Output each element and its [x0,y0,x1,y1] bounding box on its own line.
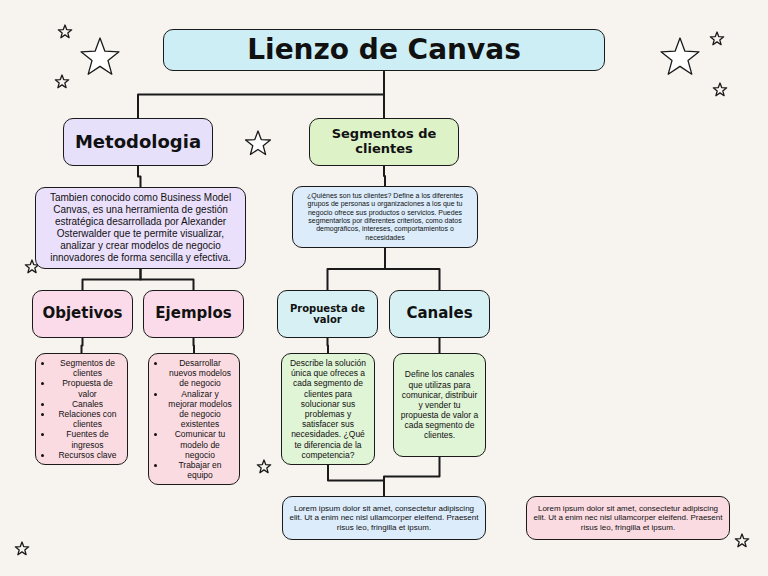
body-text: ¿Quiénes son tus clientes? Define a los … [298,192,472,242]
heading-text: Objetivos [42,305,122,322]
body-text: Lorem ipsum dolor sit amet, consectetur … [288,504,480,533]
note-box: Lorem ipsum dolor sit amet, consectetur … [526,496,730,540]
star-doodle [81,38,119,74]
list-item: Comunicar tu modelo de negocio [166,429,234,460]
connector-line [141,269,194,290]
note-box: Lorem ipsum dolor sit amet, consectetur … [282,496,486,540]
list-item: Propuesta de valor [53,378,122,398]
star-doodle [735,534,748,547]
connector-line [383,71,385,118]
connector-line [328,465,384,496]
connector-line [138,71,384,118]
list-box: Segmentos de clientesPropuesta de valorC… [35,353,128,465]
connector-line [83,269,141,290]
heading-box: Metodologia [63,118,213,166]
title-box: Lienzo de Canvas [163,29,605,71]
list-item: Segmentos de clientes [53,358,122,378]
list-item: Recursos clave [53,450,122,460]
connector-line [138,166,141,187]
body-text: Describe la solución única que ofreces a… [287,358,369,460]
heading-box: Propuesta de valor [277,290,378,338]
star-doodle [257,460,270,473]
star-doodle [246,131,271,155]
list-item: Desarrollar nuevos modelos de negocio [166,358,234,389]
star-doodle [710,32,723,45]
heading-box: Segmentos de clientes [309,118,459,166]
list-item: Analizar y mejorar modelos de negocio ex… [166,389,234,430]
star-doodle [661,38,699,74]
list-item: Relaciones con clientes [53,409,122,429]
heading-text: Canales [406,305,472,322]
body-text: Define los canales que utilizas para com… [399,369,480,440]
body-text: Lorem ipsum dolor sit amet, consectetur … [532,504,724,533]
heading-text: Ejemplos [155,305,231,322]
heading-text: Segmentos de clientes [316,127,452,157]
star-doodle [713,83,726,96]
star-doodle [58,25,71,38]
heading-text: Propuesta de valor [284,303,371,326]
connector-line [439,338,441,353]
heading-box: Canales [389,290,490,338]
bullet-list: Desarrollar nuevos modelos de negocioAna… [154,358,234,480]
heading-text: Metodologia [75,132,201,153]
body-text: Tambien conocido como Business Model Can… [41,192,240,264]
bullet-list: Segmentos de clientesPropuesta de valorC… [41,358,122,460]
description-box: Tambien conocido como Business Model Can… [35,187,246,269]
description-box: Describe la solución única que ofreces a… [281,353,375,465]
connector-line [385,248,440,290]
connector-line [193,338,196,353]
connector-line [82,338,83,353]
connector-line [327,338,330,353]
list-item: Fuentes de ingresos [53,429,122,449]
heading-box: Ejemplos [143,290,244,338]
list-item: Trabajar en equipo [166,460,234,480]
connector-line [384,166,385,186]
star-doodle [15,542,28,555]
description-box: ¿Quiénes son tus clientes? Define a los … [292,186,478,248]
star-doodle [55,75,68,88]
connector-line [384,457,440,496]
list-box: Desarrollar nuevos modelos de negocioAna… [148,353,240,485]
heading-box: Objetivos [32,290,133,338]
list-item: Canales [53,399,122,409]
description-box: Define los canales que utilizas para com… [393,353,486,457]
connector-line [328,248,386,290]
heading-text: Lienzo de Canvas [247,34,521,66]
